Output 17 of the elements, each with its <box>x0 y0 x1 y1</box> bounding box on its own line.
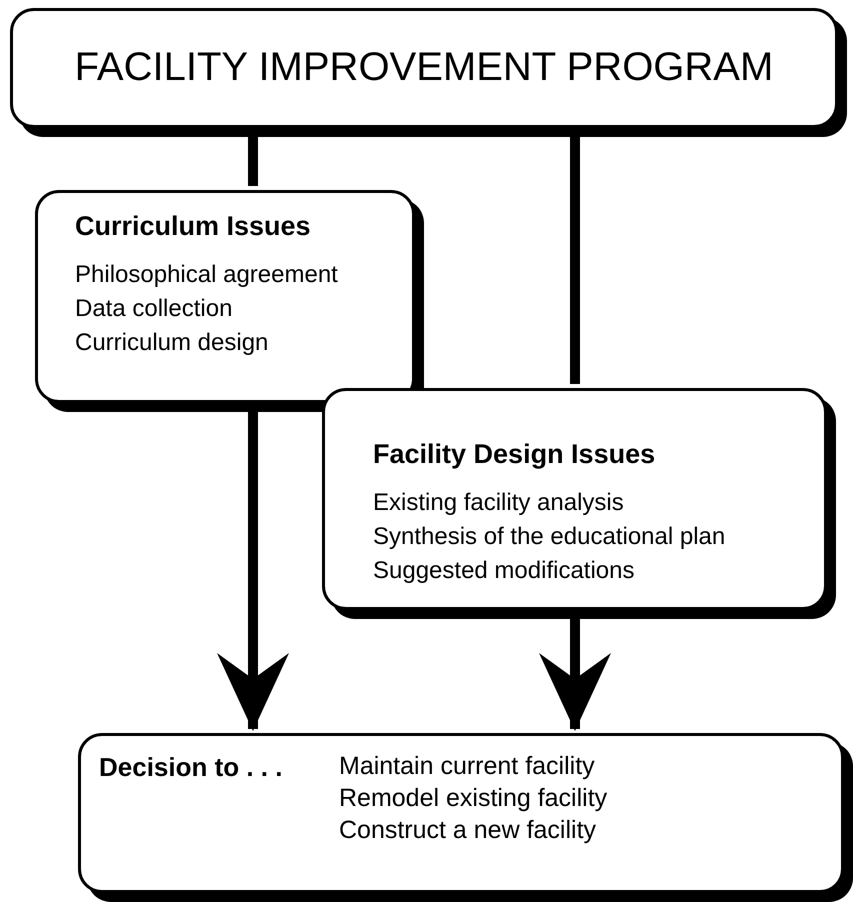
list-item: Synthesis of the educational plan <box>373 523 726 551</box>
list-item: Philosophical agreement <box>75 261 338 289</box>
connector-line <box>570 137 580 384</box>
list-item: Curriculum design <box>75 329 268 357</box>
option-text: Remodel existing facility <box>339 784 608 813</box>
list-item: Suggested modifications <box>373 557 634 585</box>
connector-line <box>248 137 258 186</box>
heading: Facility Design Issues <box>373 439 656 470</box>
option-text: Maintain current facility <box>339 752 595 781</box>
arrow <box>217 412 289 731</box>
list-item: Existing facility analysis <box>373 489 624 517</box>
arrow <box>539 619 611 731</box>
heading: Decision to . . . <box>99 752 282 783</box>
title-text: FACILITY IMPROVEMENT PROGRAM <box>74 45 774 90</box>
heading: Curriculum Issues <box>75 211 311 242</box>
list-item: Data collection <box>75 295 232 323</box>
option-text: Construct a new facility <box>339 816 596 845</box>
